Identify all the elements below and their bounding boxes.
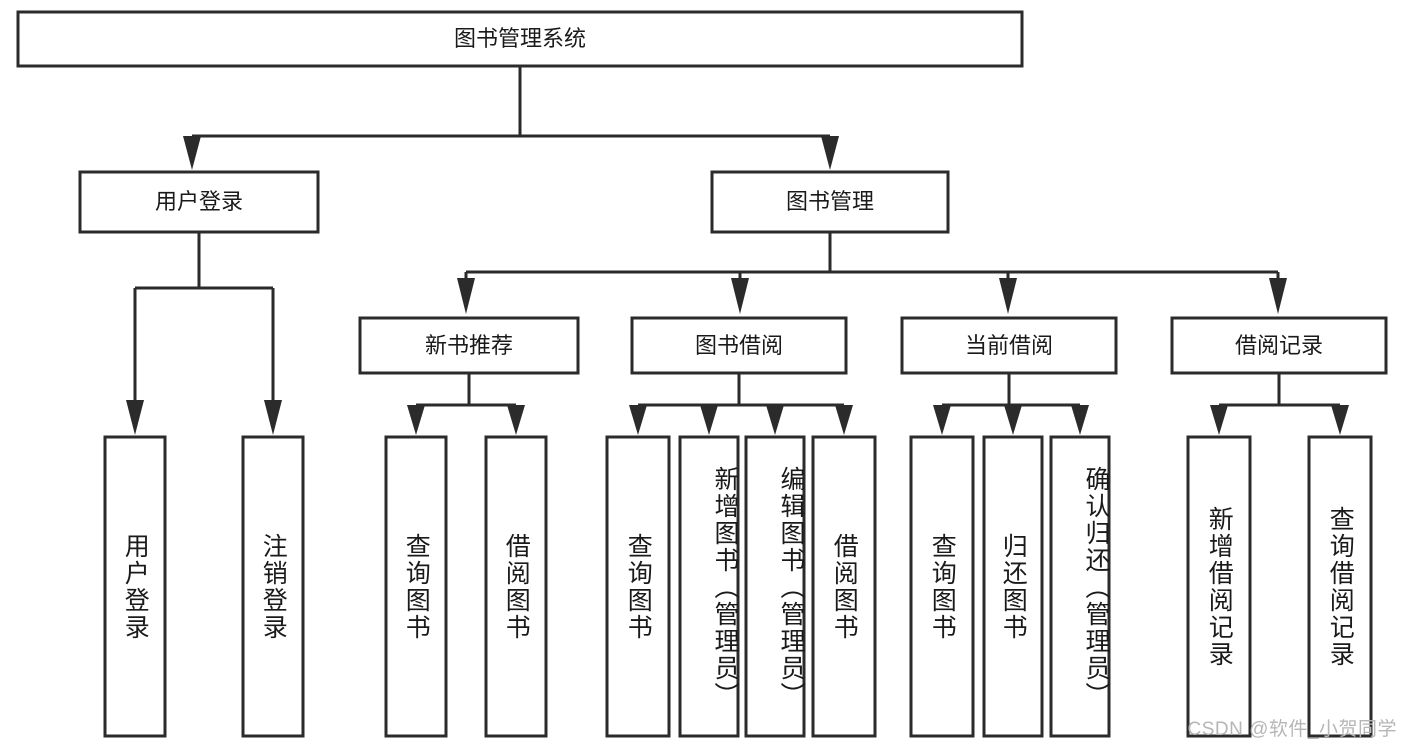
node-root[interactable]: 图书管理系统 — [16, 10, 1024, 68]
node-new-book-recommend-label: 新书推荐 — [425, 333, 513, 358]
node-book-borrow-box[interactable] — [630, 316, 848, 375]
node-book-borrow-label: 图书借阅 — [695, 333, 783, 358]
leaf-query-record-box[interactable] — [1307, 435, 1373, 738]
connectors-book-management-to-level3 — [457, 232, 1287, 314]
node-current-borrow-box[interactable] — [900, 316, 1118, 375]
connectors-new-book-recommend-to-leaves — [407, 373, 525, 435]
arrow-to-leaf-query-book-2 — [629, 405, 647, 435]
node-user-login-label: 用户登录 — [155, 189, 243, 214]
arrow-to-new-book-recommend — [457, 278, 475, 314]
csdn-watermark: CSDN @软件_小贺同学 — [1187, 719, 1397, 740]
node-borrow-record[interactable]: 借阅记录 — [1170, 316, 1388, 375]
leaf-edit-book-box[interactable] — [744, 435, 806, 738]
leaf-query-book-2-box[interactable] — [605, 435, 671, 738]
leaf-borrow-book-2-box[interactable] — [811, 435, 877, 738]
arrow-to-leaf-user-login — [126, 400, 144, 435]
leaf-boxes — [103, 435, 1373, 738]
leaf-add-record-box[interactable] — [1186, 435, 1252, 738]
node-current-borrow-label: 当前借阅 — [965, 333, 1053, 358]
node-new-book-recommend[interactable]: 新书推荐 — [358, 316, 580, 375]
node-book-management-box[interactable] — [710, 170, 950, 234]
leaf-user-login-box[interactable] — [103, 435, 167, 738]
arrow-to-leaf-query-book-1 — [407, 405, 425, 435]
arrow-to-leaf-add-book — [700, 405, 718, 435]
arrow-to-leaf-confirm-return — [1071, 405, 1089, 435]
arrow-to-leaf-query-book-3 — [933, 405, 951, 435]
arrow-to-leaf-logout — [264, 400, 282, 435]
node-user-login-box[interactable] — [78, 170, 320, 234]
connectors-book-borrow-to-leaves — [629, 373, 853, 435]
leaf-query-book-1-box[interactable] — [384, 435, 448, 738]
arrow-to-leaf-edit-book — [766, 405, 784, 435]
connectors-user-login-to-leaves — [126, 232, 282, 435]
arrow-to-leaf-borrow-book-2 — [835, 405, 853, 435]
leaf-return-book-box[interactable] — [982, 435, 1044, 738]
leaf-confirm-return-box[interactable] — [1049, 435, 1111, 738]
node-borrow-record-label: 借阅记录 — [1235, 333, 1323, 358]
node-book-management-label: 图书管理 — [786, 189, 874, 214]
leaf-logout-box[interactable] — [241, 435, 305, 738]
node-current-borrow[interactable]: 当前借阅 — [900, 316, 1118, 375]
arrow-to-leaf-return-book — [1004, 405, 1022, 435]
leaf-borrow-book-1-box[interactable] — [484, 435, 548, 738]
arrow-to-book-borrow — [731, 278, 749, 314]
arrow-to-leaf-add-record — [1210, 405, 1228, 435]
connectors-current-borrow-to-leaves — [933, 373, 1089, 435]
leaf-add-book-box[interactable] — [678, 435, 740, 738]
node-new-book-recommend-box[interactable] — [358, 316, 580, 375]
connectors-root-to-level2 — [183, 66, 839, 170]
connectors-borrow-record-to-leaves — [1210, 373, 1349, 435]
arrow-to-book-management — [821, 136, 839, 170]
node-root-label: 图书管理系统 — [454, 26, 586, 51]
arrow-to-borrow-record — [1269, 278, 1287, 314]
node-user-login[interactable]: 用户登录 — [78, 170, 320, 234]
arrow-to-user-login — [183, 136, 201, 170]
arrow-to-current-borrow — [999, 278, 1017, 314]
arrow-to-leaf-query-record — [1331, 405, 1349, 435]
node-book-management[interactable]: 图书管理 — [710, 170, 950, 234]
arrow-to-leaf-borrow-book-1 — [507, 405, 525, 435]
node-book-borrow[interactable]: 图书借阅 — [630, 316, 848, 375]
leaf-query-book-3-box[interactable] — [909, 435, 975, 738]
node-borrow-record-box[interactable] — [1170, 316, 1388, 375]
node-root-box[interactable] — [16, 10, 1024, 68]
